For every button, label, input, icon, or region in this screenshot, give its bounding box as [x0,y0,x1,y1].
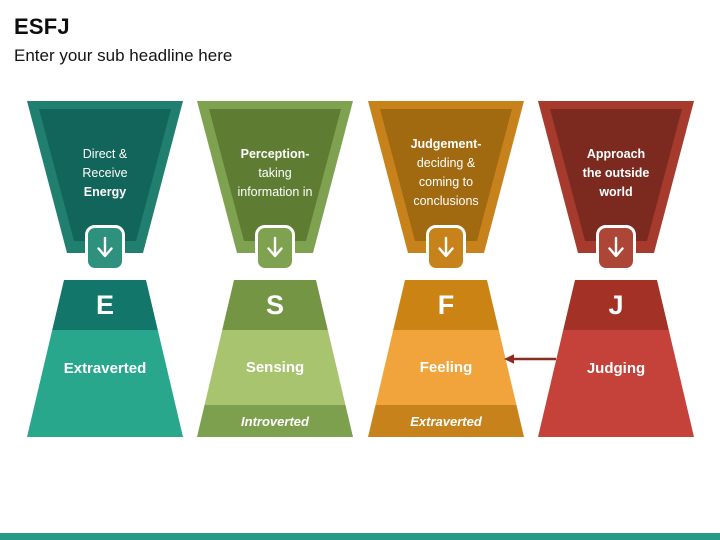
column-judgement: Judgement- deciding & coming to conclusi… [368,101,524,437]
trapezoid-sensing: S Sensing Introverted [197,280,353,437]
down-arrow-icon [608,236,624,258]
opposite-band: Introverted [197,405,353,437]
letter-band: F [368,280,524,330]
funnel-perception: Perception- taking information in [197,101,353,271]
funnel-line: Perception- [240,146,310,161]
funnel-line: Judgement- [410,137,482,151]
type-letter: E [95,289,114,320]
funnel-judgement: Judgement- deciding & coming to conclusi… [368,101,524,271]
down-arrow-chip [426,225,466,271]
trait-label: Judging [586,360,646,377]
down-arrow-icon [97,236,113,258]
down-arrow-icon [267,236,283,258]
funnel-perception-label: Perception- taking information in [215,123,335,223]
down-arrow-icon [438,236,454,258]
trapezoid-judging: J Judging [538,280,694,437]
funnel-line: world [599,184,633,199]
column-approach: Approach the outside world J Judging [538,101,694,437]
type-letter: F [437,289,455,320]
opposite-label: Extraverted [410,413,482,429]
trait-band: Feeling [368,330,524,405]
funnel-line: conclusions [413,194,479,208]
funnel-approach-label: Approach the outside world [556,123,676,223]
funnel-line: Approach [586,146,646,161]
down-arrow-chip [85,225,125,271]
trapezoid-feeling: F Feeling Extraverted [368,280,524,437]
down-arrow-chip [596,225,636,271]
funnel-line: information in [237,184,313,199]
type-letter: J [608,289,624,320]
column-perception: Perception- taking information in S Sens… [197,101,353,437]
funnel-line: coming to [418,175,474,189]
funnel-energy-label: Direct & Receive Energy [45,123,165,223]
trait-label: Feeling [419,359,473,376]
funnel-line: Energy [83,184,127,199]
funnel-line: taking [258,165,292,180]
down-arrow-chip [255,225,295,271]
letter-band: J [538,280,694,330]
trait-band: Judging [538,330,694,437]
page-title: ESFJ [14,14,70,39]
relation-arrow-icon [504,354,556,364]
letter-band: S [197,280,353,330]
funnel-line: deciding & [416,156,476,170]
trait-label: Sensing [245,359,305,376]
funnel-line: the outside [582,165,650,180]
type-letter: S [265,289,284,320]
letter-band: E [27,280,183,330]
funnel-approach: Approach the outside world [538,101,694,271]
column-energy: Direct & Receive Energy E Extraverted [27,101,183,437]
opposite-band: Extraverted [368,405,524,437]
funnel-judgement-label: Judgement- deciding & coming to conclusi… [386,123,506,223]
funnel-energy: Direct & Receive Energy [27,101,183,271]
trapezoid-extraverted: E Extraverted [27,280,183,437]
opposite-label: Introverted [241,413,309,429]
trait-band: Extraverted [27,330,183,437]
funnel-line: Direct & [82,146,128,161]
trait-band: Sensing [197,330,353,405]
trait-label: Extraverted [63,360,147,377]
footer-bar [0,533,720,540]
funnel-line: Receive [82,165,128,180]
page-subtitle: Enter your sub headline here [14,46,233,65]
